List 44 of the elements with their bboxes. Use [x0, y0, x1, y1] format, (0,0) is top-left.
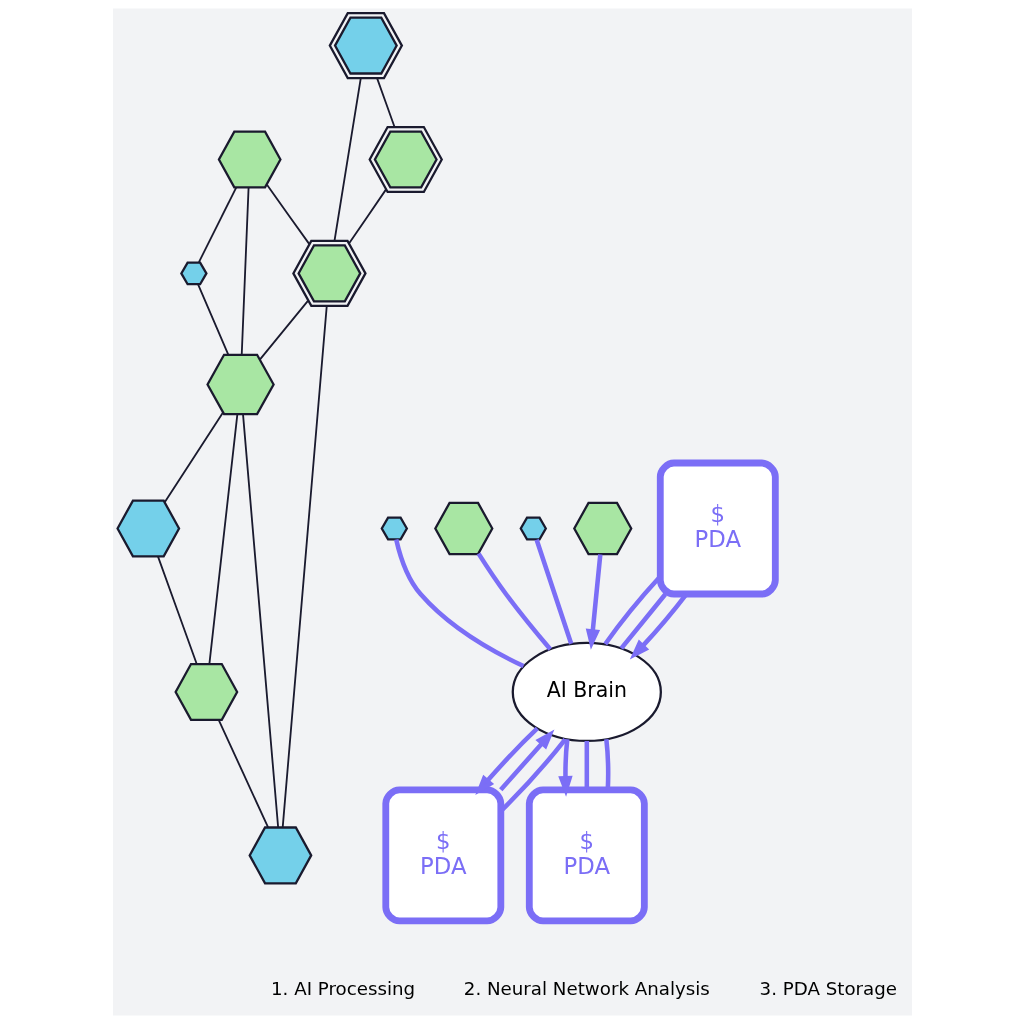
- node-hexagon: [247, 826, 312, 885]
- connector: [217, 719, 269, 829]
- connector: [196, 283, 229, 356]
- connector: [197, 186, 237, 264]
- connector: [347, 188, 387, 245]
- node-hexagon: [328, 11, 403, 80]
- connector: [533, 539, 573, 645]
- connector: [584, 741, 589, 790]
- connector: [393, 538, 524, 669]
- node-hexagon: [380, 516, 408, 541]
- connector: [265, 183, 310, 246]
- connector: [333, 77, 362, 242]
- connector: [281, 305, 328, 829]
- connector: [476, 552, 552, 651]
- connector: [208, 413, 238, 665]
- arrow: [585, 554, 603, 650]
- label: 2. Neural Network Analysis: [463, 977, 710, 999]
- connector: [499, 737, 567, 813]
- label: 1. AI Processing: [270, 977, 415, 999]
- node-hexagon: [115, 499, 180, 558]
- connector: [619, 592, 667, 650]
- node-hexagon: [433, 501, 494, 556]
- node-hexagon: [217, 130, 282, 189]
- node-hexagon: [173, 662, 238, 721]
- connector: [163, 411, 224, 503]
- arrow: [557, 739, 573, 797]
- node-hexagon: [205, 353, 275, 416]
- node-hexagon: [291, 239, 367, 307]
- connector: [241, 413, 279, 829]
- connector: [156, 555, 198, 665]
- arrow: [474, 726, 539, 795]
- connector: [375, 77, 395, 128]
- connector: [258, 299, 309, 361]
- connector: [603, 739, 610, 790]
- arrow: [498, 729, 554, 792]
- node-hexagon: [179, 261, 208, 286]
- node-hexagon: [518, 516, 547, 541]
- node-hexagon: [367, 125, 443, 194]
- node-box: $ PDA: [381, 786, 504, 925]
- connector: [240, 186, 249, 356]
- label: 3. PDA Storage: [759, 977, 897, 999]
- node-box: $ PDA: [656, 459, 779, 598]
- node-hexagon: [572, 501, 633, 556]
- node-box: $ PDA: [525, 786, 648, 925]
